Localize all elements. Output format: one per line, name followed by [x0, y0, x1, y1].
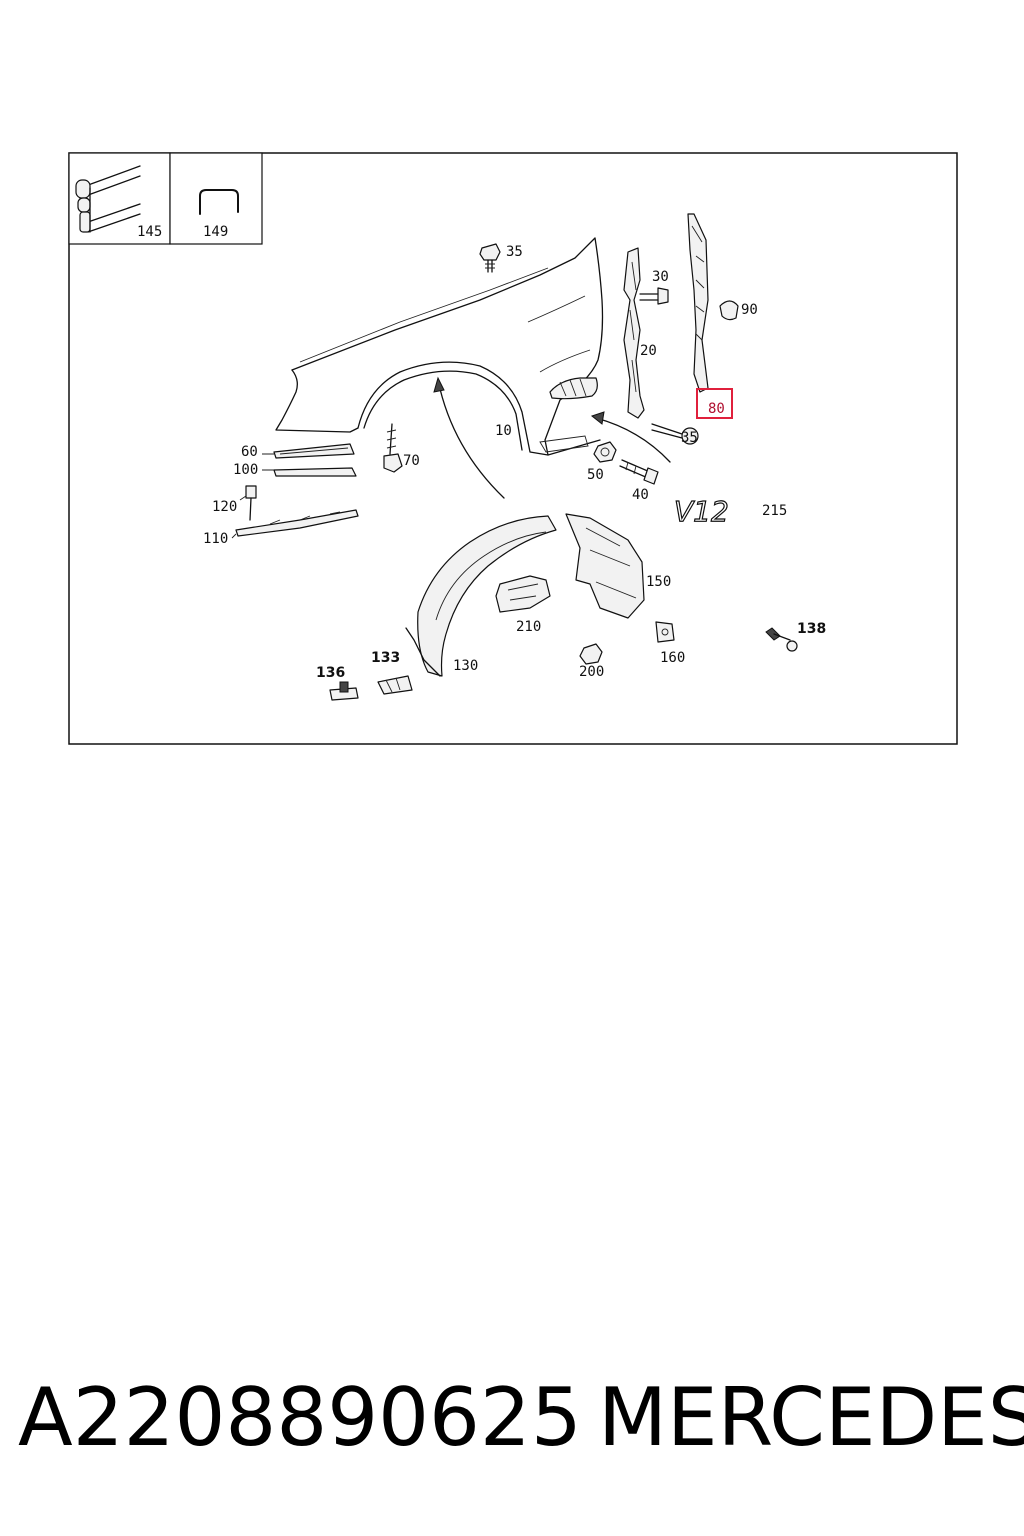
- callout-35-top[interactable]: 35: [506, 244, 523, 260]
- part-number-caption: A2208890625: [18, 1371, 582, 1464]
- assembly-arrows: [433, 376, 671, 499]
- fasteners: [245, 243, 798, 701]
- callout-100[interactable]: 100: [233, 462, 258, 478]
- callout-138[interactable]: 138: [797, 621, 826, 637]
- highlight-box: [696, 388, 733, 419]
- brand-caption: MERCEDES: [598, 1371, 1024, 1464]
- svg-text:V12: V12: [674, 495, 729, 528]
- diagram-frame: [68, 152, 958, 745]
- callout-136[interactable]: 136: [316, 665, 345, 681]
- callout-133[interactable]: 133: [371, 650, 400, 666]
- callout-160[interactable]: 160: [660, 650, 685, 666]
- inset-145: 145: [68, 152, 171, 245]
- callout-80[interactable]: 80: [708, 401, 725, 417]
- callout-200[interactable]: 200: [579, 664, 604, 680]
- sill-strips: [235, 443, 359, 537]
- callout-70[interactable]: 70: [403, 453, 420, 469]
- callout-20[interactable]: 20: [640, 343, 657, 359]
- callout-50[interactable]: 50: [587, 467, 604, 483]
- callout-10[interactable]: 10: [495, 423, 512, 439]
- parts-diagram: 145 149: [68, 152, 958, 745]
- callout-149[interactable]: 149: [203, 224, 228, 240]
- callout-110[interactable]: 110: [203, 531, 228, 547]
- callout-35-lower[interactable]: 35: [681, 430, 698, 446]
- callout-90[interactable]: 90: [741, 302, 758, 318]
- callout-60[interactable]: 60: [241, 444, 258, 460]
- callout-150[interactable]: 150: [646, 574, 671, 590]
- callout-210[interactable]: 210: [516, 619, 541, 635]
- callout-130[interactable]: 130: [453, 658, 478, 674]
- pillar-brackets: [623, 213, 709, 419]
- callout-215[interactable]: 215: [762, 503, 787, 519]
- callout-120[interactable]: 120: [212, 499, 237, 515]
- callout-40[interactable]: 40: [632, 487, 649, 503]
- v12-emblem: V12: [673, 494, 729, 528]
- leader-lines: [231, 453, 274, 539]
- callout-145[interactable]: 145: [137, 224, 162, 240]
- inset-149: 149: [169, 152, 263, 245]
- callout-30[interactable]: 30: [652, 269, 669, 285]
- fender-part: [275, 237, 604, 456]
- wheel-arch-liner: [405, 513, 645, 677]
